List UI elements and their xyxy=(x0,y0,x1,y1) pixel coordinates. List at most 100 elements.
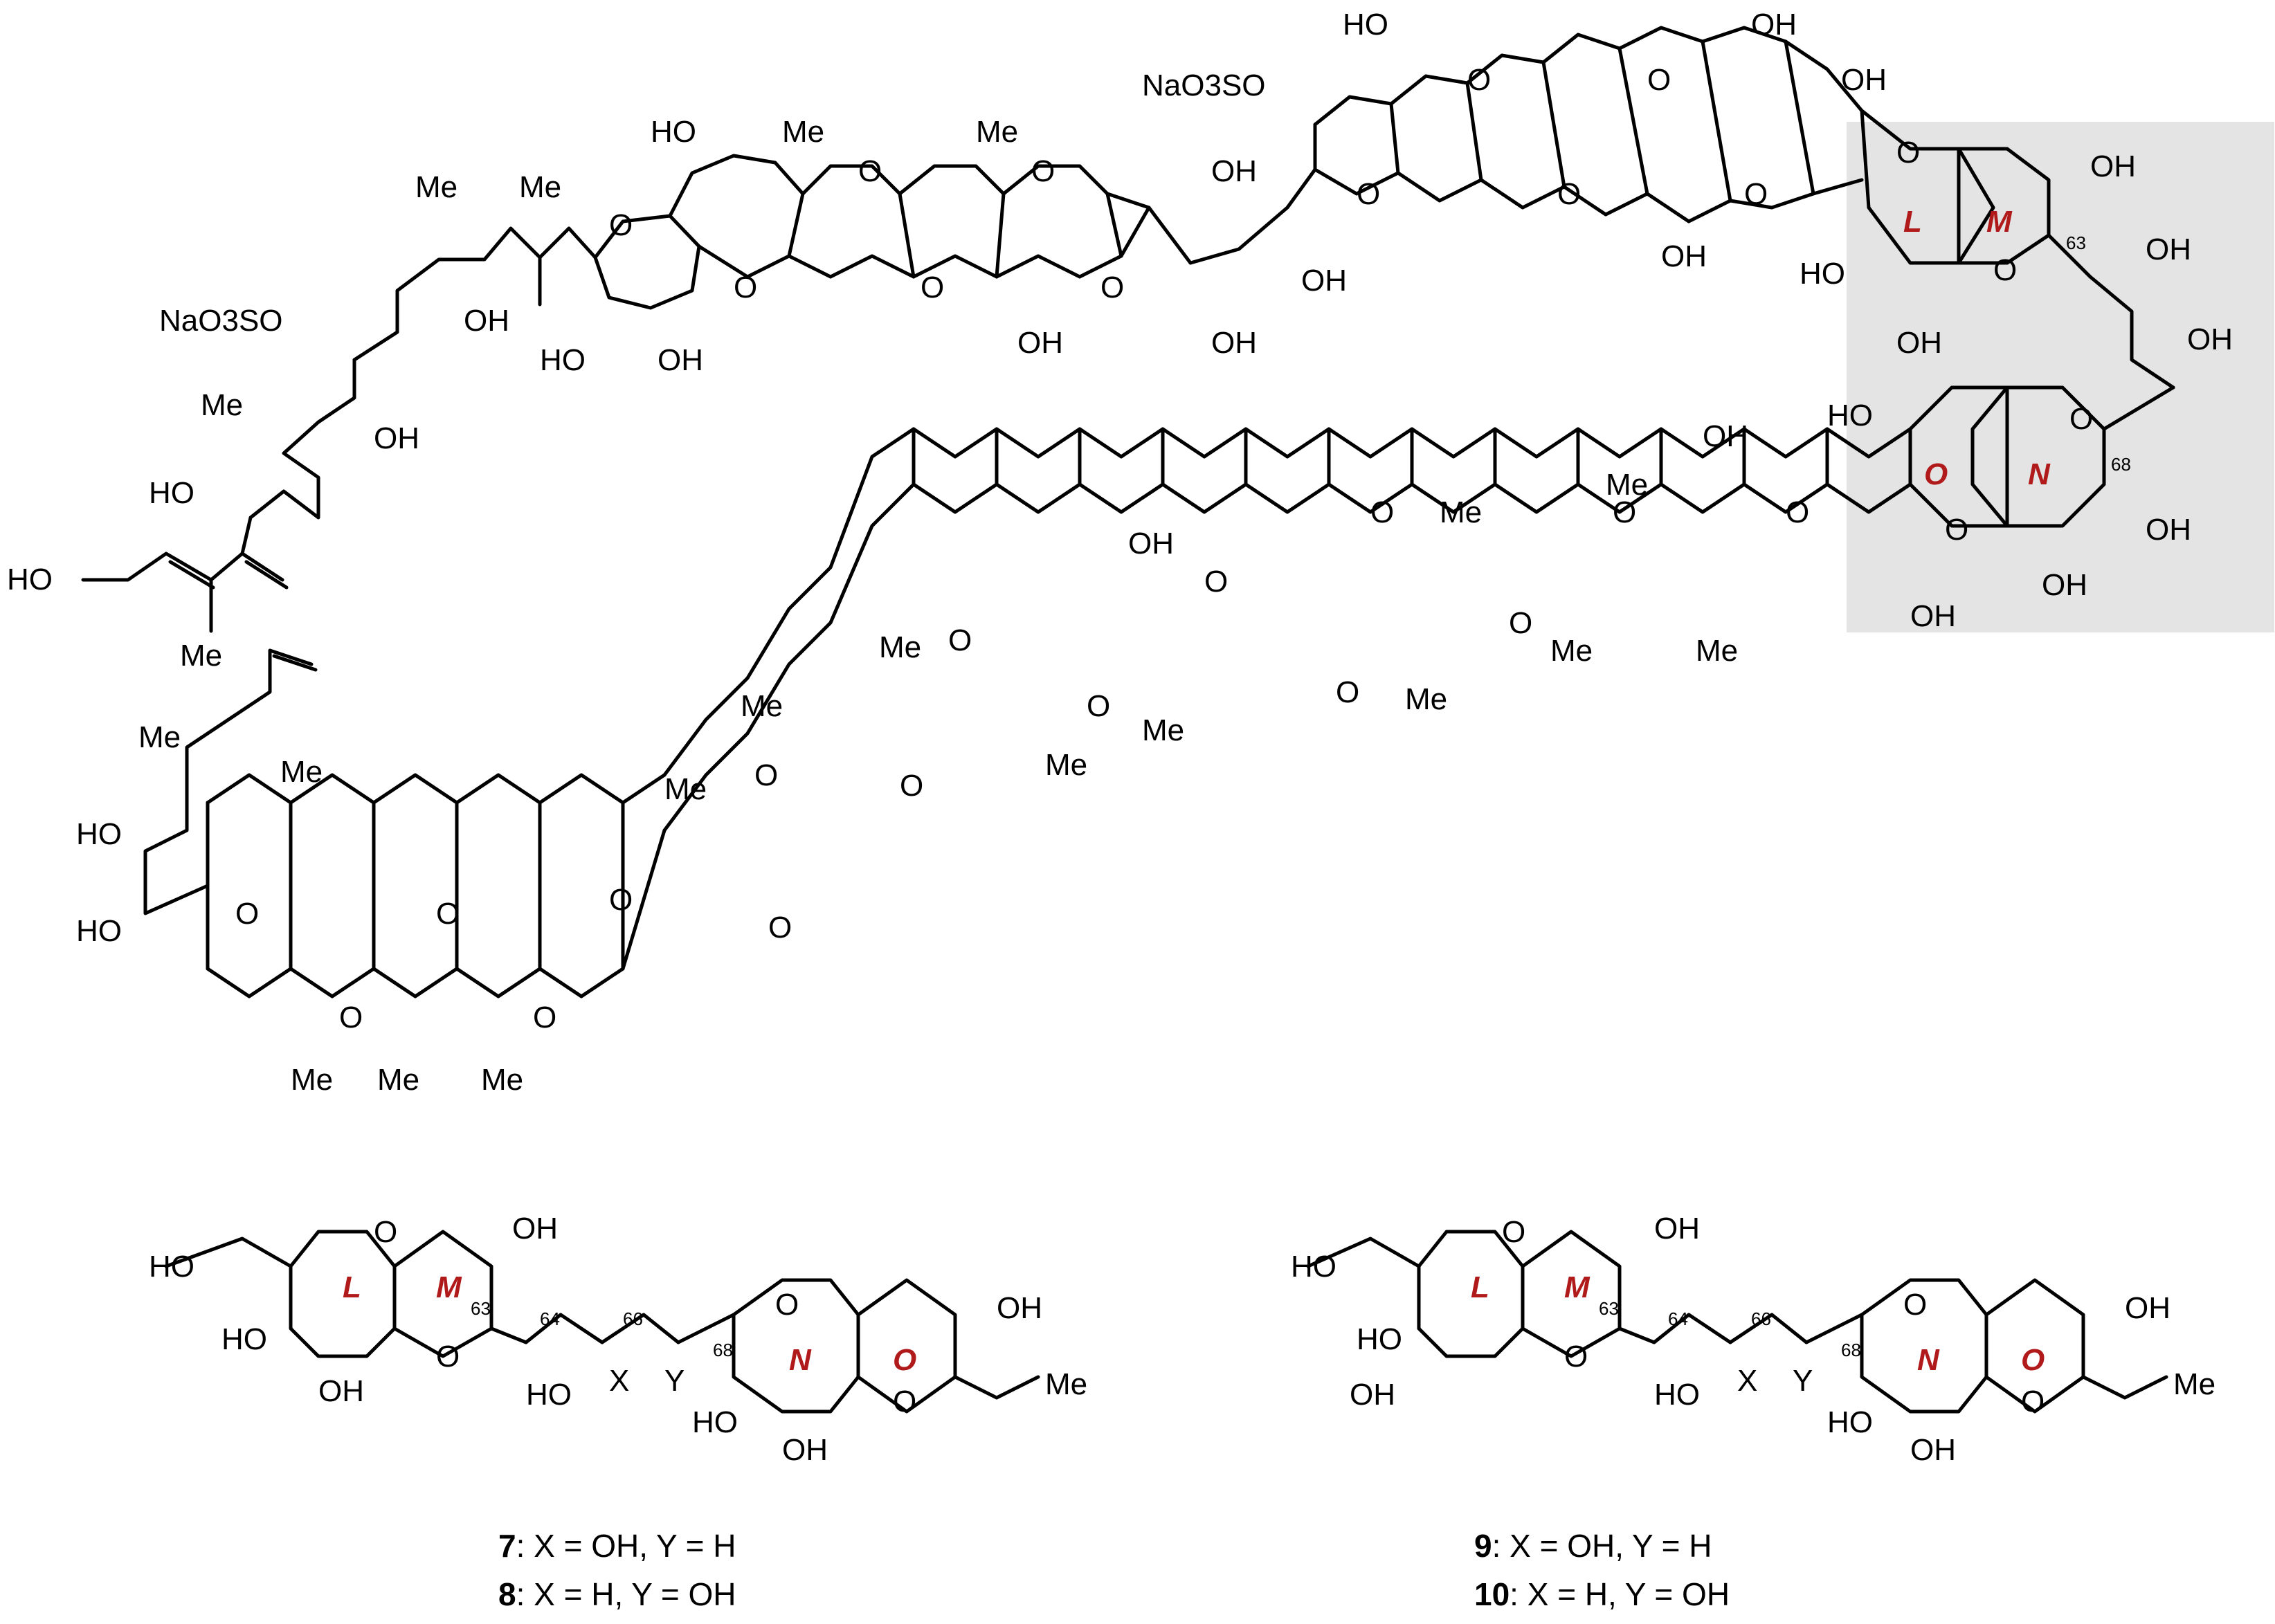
label-me: Me xyxy=(976,115,1018,149)
label-oh: OH xyxy=(2125,1291,2170,1325)
label-oh: OH xyxy=(512,1212,558,1246)
label-oh: OH xyxy=(1910,1433,1956,1467)
ring-label-m: M xyxy=(1564,1270,1590,1304)
label-o: O xyxy=(609,208,633,242)
ring-label-l: L xyxy=(1903,205,1922,239)
label-o: O xyxy=(1031,154,1055,188)
label-oh: OH xyxy=(2090,149,2136,183)
label-oh: OH xyxy=(1703,419,1748,453)
label-o: O xyxy=(1100,271,1124,304)
label-o: O xyxy=(1357,177,1380,211)
label-oh: OH xyxy=(1211,326,1257,360)
label-sulfate: NaO3SO xyxy=(1142,69,1266,102)
ring-label-o: O xyxy=(2021,1343,2045,1377)
label-ho: HO xyxy=(692,1405,738,1439)
label-oh: OH xyxy=(2146,232,2191,266)
label-o: O xyxy=(1509,606,1532,640)
caption-9-text: : X = OH, Y = H xyxy=(1492,1528,1712,1564)
label-me: Me xyxy=(1405,682,1447,716)
label-oh: OH xyxy=(2187,322,2233,356)
caption-10: 10: X = H, Y = OH xyxy=(1474,1576,1730,1612)
label-oh: OH xyxy=(1128,527,1174,560)
label-me: Me xyxy=(1440,495,1482,529)
caption-10-number: 10 xyxy=(1474,1576,1510,1612)
label-ho: HO xyxy=(149,1250,194,1284)
label-o: O xyxy=(339,1001,363,1034)
label-oh: OH xyxy=(318,1374,364,1408)
caption-7-text: : X = OH, Y = H xyxy=(516,1528,736,1564)
label-ho: HO xyxy=(76,817,122,851)
label-oh: OH xyxy=(2146,513,2191,547)
fragment-7-8-labels: HO OH O O HO OH HO O O OH HO OH Me X Y L… xyxy=(149,1212,1087,1467)
label-me: Me xyxy=(2173,1367,2215,1401)
label-oh: OH xyxy=(1896,326,1942,360)
caption-9: 9: X = OH, Y = H xyxy=(1474,1528,1712,1564)
label-o: O xyxy=(1204,565,1228,599)
label-o: O xyxy=(1945,513,1968,547)
label-o: O xyxy=(1370,495,1394,529)
locant-68: 68 xyxy=(1841,1340,1861,1360)
label-o: O xyxy=(1502,1215,1525,1249)
label-oh: OH xyxy=(1211,154,1257,188)
label-o: O xyxy=(1613,495,1636,529)
ring-label-l: L xyxy=(343,1270,361,1304)
label-o: O xyxy=(1744,177,1768,211)
label-oh: OH xyxy=(2042,568,2087,602)
label-oh: OH xyxy=(1301,264,1347,298)
label-o: O xyxy=(436,897,460,931)
label-me: Me xyxy=(180,639,222,673)
label-o: O xyxy=(768,911,792,945)
label-me: Me xyxy=(377,1063,419,1097)
label-me: Me xyxy=(1606,468,1648,502)
ring-label-n: N xyxy=(789,1343,812,1377)
label-me: Me xyxy=(1045,748,1087,782)
label-me: Me xyxy=(138,720,181,754)
upper-ladder-skeleton xyxy=(81,26,2175,633)
ring-label-o: O xyxy=(1924,457,1948,491)
label-me: Me xyxy=(782,115,824,149)
label-oh: OH xyxy=(997,1291,1042,1325)
label-oh: OH xyxy=(1661,239,1707,273)
label-sulfate: NaO3SO xyxy=(159,304,283,338)
locant-63: 63 xyxy=(1599,1298,1619,1319)
fragment-9-10-labels: HO OH O O HO OH HO O O OH HO OH Me X Y L… xyxy=(1291,1212,2215,1467)
label-o: O xyxy=(921,271,944,304)
compound-captions: 7: X = OH, Y = H 8: X = H, Y = OH 9: X =… xyxy=(498,1528,1730,1612)
label-ho: HO xyxy=(1654,1378,1700,1412)
label-o: O xyxy=(893,1385,916,1418)
label-oh: OH xyxy=(782,1433,828,1467)
label-o: O xyxy=(1903,1288,1927,1322)
locant-64: 64 xyxy=(1668,1308,1688,1329)
label-ho: HO xyxy=(1827,1405,1873,1439)
label-me: Me xyxy=(1550,634,1593,668)
label-me: Me xyxy=(664,772,707,806)
label-me: Me xyxy=(481,1063,523,1097)
label-ho: HO xyxy=(221,1322,267,1356)
label-oh: OH xyxy=(374,421,419,455)
label-me: Me xyxy=(201,388,243,422)
ring-labels-top: L M O N 63 68 xyxy=(1903,205,2131,491)
caption-8-text: : X = H, Y = OH xyxy=(516,1576,736,1612)
locant-68: 68 xyxy=(713,1340,733,1360)
label-o: O xyxy=(775,1288,799,1322)
label-ho: HO xyxy=(526,1378,572,1412)
caption-8-number: 8 xyxy=(498,1576,516,1612)
substituent-x: X xyxy=(1737,1364,1757,1398)
label-me: Me xyxy=(280,755,323,789)
label-o: O xyxy=(374,1215,397,1249)
label-o: O xyxy=(1993,253,2017,287)
ring-label-m: M xyxy=(1986,205,2013,239)
label-o: O xyxy=(2021,1385,2045,1418)
label-me: Me xyxy=(879,630,921,664)
label-me: Me xyxy=(1696,634,1738,668)
label-ho: HO xyxy=(651,115,696,149)
label-o: O xyxy=(1564,1340,1588,1374)
fragment-7-8-skeleton xyxy=(164,1230,1040,1414)
label-o: O xyxy=(436,1340,460,1374)
label-o: O xyxy=(1336,675,1359,709)
label-ho: HO xyxy=(149,476,194,510)
label-oh: OH xyxy=(1841,63,1887,97)
ring-label-m: M xyxy=(436,1270,462,1304)
